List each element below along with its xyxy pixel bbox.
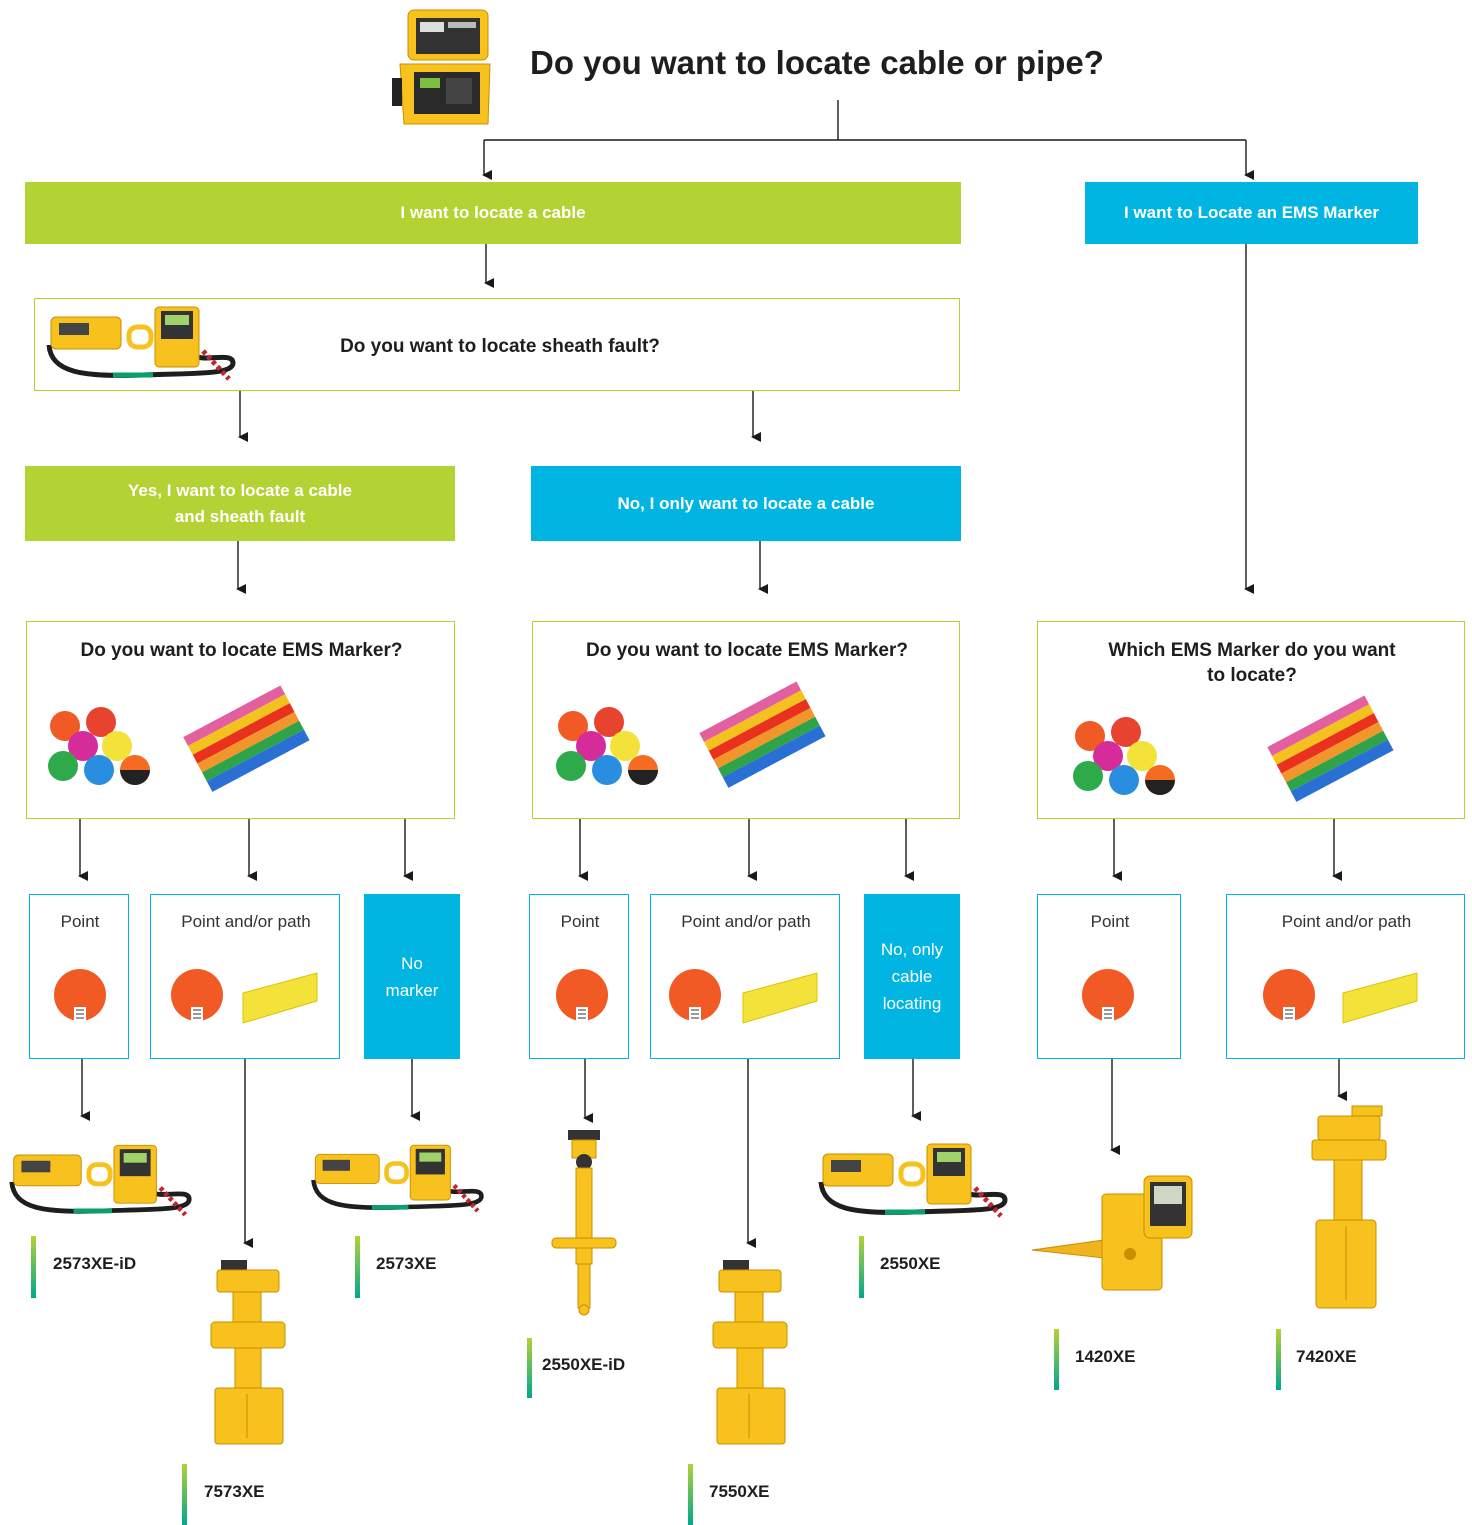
model-label-7420xe: 7420XE [1296, 1347, 1357, 1366]
model-label-2550xe-id: 2550XE-iD [542, 1355, 626, 1374]
tape-markers-icon [183, 685, 310, 792]
marker-locator-icon [1311, 1105, 1387, 1309]
answer-no-cable-only: No, I only want to locate a cable [531, 466, 961, 541]
cable-locator-kit-icon [818, 1143, 1008, 1218]
option-no-only-cable: No, only cable locating [864, 894, 960, 1059]
marker-locator-icon [210, 1260, 286, 1445]
model-label-2573xe-id: 2573XE-iD [53, 1254, 137, 1273]
tape-markers-icon [699, 681, 826, 788]
marker-question-box-right: Which EMS Marker do you want to locate? [1037, 621, 1465, 819]
marker-question-box-middle: Do you want to locate EMS Marker? [532, 621, 960, 819]
model-label-2550xe: 2550XE [880, 1254, 941, 1273]
model-accent-bar [1054, 1329, 1059, 1390]
marker-locator-icon [712, 1260, 788, 1445]
cable-locator-kit-icon [46, 306, 236, 381]
model-label-7550xe: 7550XE [709, 1482, 770, 1501]
option-point-path-middle: Point and/or path [650, 894, 840, 1059]
ball-markers-icon [1073, 717, 1175, 795]
t-handle-locator-icon [551, 1130, 617, 1316]
ball-marker-icon [669, 969, 721, 1023]
ball-marker-icon [1082, 969, 1134, 1023]
option-point-path-label: Point and/or path [181, 912, 311, 931]
option-point-label: Point [560, 912, 600, 931]
marker-question-middle: Do you want to locate EMS Marker? [586, 640, 908, 661]
branch-locate-ems-marker: I want to Locate an EMS Marker [1085, 182, 1418, 244]
option-point-label: Point [1090, 912, 1130, 931]
marker-question-right: Which EMS Marker do you want to locate? [1108, 640, 1396, 686]
model-accent-bar [31, 1236, 36, 1298]
model-accent-bar [688, 1464, 693, 1525]
model-accent-bar [1276, 1329, 1281, 1390]
option-point-path-left: Point and/or path [150, 894, 340, 1059]
option-point-right: Point [1037, 894, 1181, 1059]
branch-locate-cable: I want to locate a cable [25, 182, 961, 244]
handheld-marker-locator-icon [1031, 1175, 1193, 1291]
transmitter-case-icon [392, 9, 491, 125]
ball-marker-icon [556, 969, 608, 1023]
ball-marker-icon [54, 969, 106, 1023]
tape-marker-icon [1342, 972, 1418, 1024]
option-point-path-label: Point and/or path [681, 912, 811, 931]
answer-yes-sheath-fault: Yes, I want to locate a cable and sheath… [25, 466, 455, 541]
model-label-2573xe: 2573XE [376, 1254, 437, 1273]
model-label-7573xe: 7573XE [204, 1482, 265, 1501]
tape-marker-icon [742, 972, 818, 1024]
ball-marker-icon [1263, 969, 1315, 1023]
option-point-left: Point [29, 894, 129, 1059]
page-title: Do you want to locate cable or pipe? [530, 44, 1104, 81]
cable-locator-kit-icon [9, 1144, 192, 1217]
ball-marker-icon [171, 969, 223, 1023]
model-accent-bar [859, 1236, 864, 1298]
cable-locator-kit-icon [311, 1144, 484, 1213]
model-label-1420xe: 1420XE [1075, 1347, 1136, 1366]
model-accent-bar [527, 1338, 532, 1398]
model-accent-bar [355, 1236, 360, 1298]
option-point-path-right: Point and/or path [1226, 894, 1465, 1059]
option-point-path-label: Point and/or path [1281, 912, 1412, 931]
option-no-marker: No marker [364, 894, 460, 1059]
ball-markers-icon [48, 707, 150, 785]
option-point-label: Point [60, 912, 100, 931]
sheath-fault-question: Do you want to locate sheath fault? [340, 336, 660, 357]
tape-markers-icon [1267, 695, 1394, 802]
ball-markers-icon [556, 707, 658, 785]
model-accent-bar [182, 1464, 187, 1525]
option-point-middle: Point [529, 894, 629, 1059]
tape-marker-icon [242, 972, 318, 1024]
marker-question-left: Do you want to locate EMS Marker? [80, 640, 403, 661]
sheath-fault-question-box: Do you want to locate sheath fault? [34, 298, 960, 391]
marker-question-box-left: Do you want to locate EMS Marker? [26, 621, 455, 819]
